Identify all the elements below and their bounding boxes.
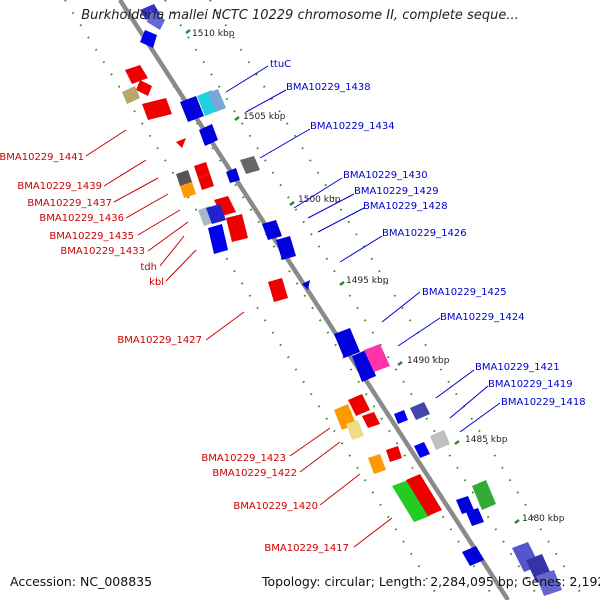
gene-feature[interactable] bbox=[136, 80, 152, 96]
gene-feature[interactable] bbox=[208, 89, 226, 112]
gene-label[interactable]: BMA10229_1441 bbox=[0, 152, 84, 163]
gene-feature[interactable] bbox=[226, 168, 240, 183]
gene-label[interactable]: BMA10229_1424 bbox=[440, 312, 525, 323]
scale-tick-label: 1480 kbp bbox=[522, 514, 565, 524]
gene-feature[interactable] bbox=[180, 182, 196, 198]
gene-feature[interactable] bbox=[268, 278, 288, 302]
gene-label[interactable]: BMA10229_1429 bbox=[354, 186, 439, 197]
gene-feature[interactable] bbox=[362, 412, 380, 428]
forward-label-leaders bbox=[225, 65, 501, 433]
gene-features bbox=[122, 4, 562, 596]
gene-feature[interactable] bbox=[142, 98, 172, 120]
scale-tick-label: 1500 kbp bbox=[298, 195, 341, 205]
gene-feature[interactable] bbox=[208, 224, 228, 254]
scale-ticks bbox=[185, 29, 520, 524]
gene-feature[interactable] bbox=[456, 496, 474, 514]
gene-label[interactable]: BMA10229_1437 bbox=[27, 198, 112, 209]
gene-feature[interactable] bbox=[472, 480, 496, 510]
gene-feature[interactable] bbox=[125, 65, 148, 84]
gene-label[interactable]: BMA10229_1439 bbox=[17, 181, 102, 192]
gene-label[interactable]: BMA10229_1422 bbox=[212, 468, 297, 479]
gene-feature[interactable] bbox=[466, 508, 484, 526]
scale-tick-label: 1490 kbp bbox=[407, 356, 450, 366]
gene-label[interactable]: BMA10229_1433 bbox=[60, 246, 145, 257]
gene-label-tdh[interactable]: tdh bbox=[140, 262, 157, 273]
gene-label[interactable]: BMA10229_1418 bbox=[501, 397, 586, 408]
gene-feature[interactable] bbox=[334, 328, 360, 358]
gene-feature[interactable] bbox=[346, 420, 364, 440]
gene-label[interactable]: BMA10229_1436 bbox=[39, 213, 124, 224]
gene-label[interactable]: BMA10229_1426 bbox=[382, 228, 467, 239]
gene-label[interactable]: BMA10229_1423 bbox=[201, 453, 286, 464]
gene-feature[interactable] bbox=[462, 546, 484, 566]
gene-feature[interactable] bbox=[364, 344, 390, 372]
gene-label[interactable]: BMA10229_1425 bbox=[422, 287, 507, 298]
gene-feature[interactable] bbox=[240, 156, 260, 174]
gene-feature[interactable] bbox=[140, 30, 157, 48]
gene-label[interactable]: BMA10229_1428 bbox=[363, 201, 448, 212]
gene-feature[interactable] bbox=[406, 474, 442, 516]
gene-label[interactable]: BMA10229_1421 bbox=[475, 362, 560, 373]
reverse-label-leaders bbox=[85, 129, 393, 548]
gene-feature[interactable] bbox=[180, 96, 204, 122]
gene-feature[interactable] bbox=[176, 170, 192, 186]
gene-feature[interactable] bbox=[176, 138, 186, 148]
gene-label[interactable]: BMA10229_1427 bbox=[117, 335, 202, 346]
gene-feature[interactable] bbox=[276, 236, 296, 260]
gene-feature[interactable] bbox=[386, 446, 402, 462]
gene-label-ttuC[interactable]: ttuC bbox=[270, 59, 291, 70]
gene-feature[interactable] bbox=[348, 394, 370, 416]
gene-feature[interactable] bbox=[536, 570, 562, 596]
gene-feature[interactable] bbox=[194, 162, 210, 178]
scale-tick-label: 1495 kbp bbox=[346, 276, 389, 286]
gene-feature[interactable] bbox=[122, 86, 140, 104]
map-title: Burkholderia mallei NCTC 10229 chromosom… bbox=[81, 8, 519, 23]
gene-feature[interactable] bbox=[147, 10, 165, 30]
gene-feature[interactable] bbox=[394, 410, 408, 424]
gene-label-kbl[interactable]: kbl bbox=[149, 277, 164, 288]
reverse-labels: BMA10229_1441 BMA10229_1439 BMA10229_143… bbox=[0, 152, 349, 554]
gene-feature[interactable] bbox=[199, 124, 218, 146]
scale-tick-label: 1505 kbp bbox=[243, 112, 286, 122]
gene-label[interactable]: BMA10229_1435 bbox=[49, 231, 134, 242]
chromosome-backbone bbox=[118, 0, 510, 602]
gene-feature[interactable] bbox=[226, 214, 248, 242]
gene-label[interactable]: BMA10229_1434 bbox=[310, 121, 395, 132]
gene-feature[interactable] bbox=[368, 454, 386, 474]
gene-feature[interactable] bbox=[430, 430, 450, 450]
gene-feature[interactable] bbox=[302, 280, 310, 290]
gene-feature[interactable] bbox=[414, 442, 430, 458]
gene-label[interactable]: BMA10229_1419 bbox=[488, 379, 573, 390]
forward-labels: ttuC BMA10229_1438 BMA10229_1434 BMA1022… bbox=[270, 59, 586, 408]
gene-feature[interactable] bbox=[392, 480, 430, 522]
accession-text: Accession: NC_008835 bbox=[10, 574, 153, 589]
gene-label[interactable]: BMA10229_1438 bbox=[286, 82, 371, 93]
gene-feature[interactable] bbox=[352, 350, 376, 382]
gene-label[interactable]: BMA10229_1430 bbox=[343, 170, 428, 181]
gene-label[interactable]: BMA10229_1417 bbox=[264, 543, 349, 554]
genome-summary-text: Topology: circular; Length: 2,284,095 bp… bbox=[262, 574, 600, 589]
gene-feature[interactable] bbox=[262, 220, 282, 240]
gene-feature[interactable] bbox=[198, 174, 214, 190]
gene-label[interactable]: BMA10229_1420 bbox=[233, 501, 318, 512]
scale-tick-label: 1510 kbp bbox=[192, 29, 235, 39]
scale-tick-label: 1485 kbp bbox=[465, 435, 508, 445]
gene-feature[interactable] bbox=[206, 204, 226, 224]
gene-feature[interactable] bbox=[410, 402, 430, 420]
